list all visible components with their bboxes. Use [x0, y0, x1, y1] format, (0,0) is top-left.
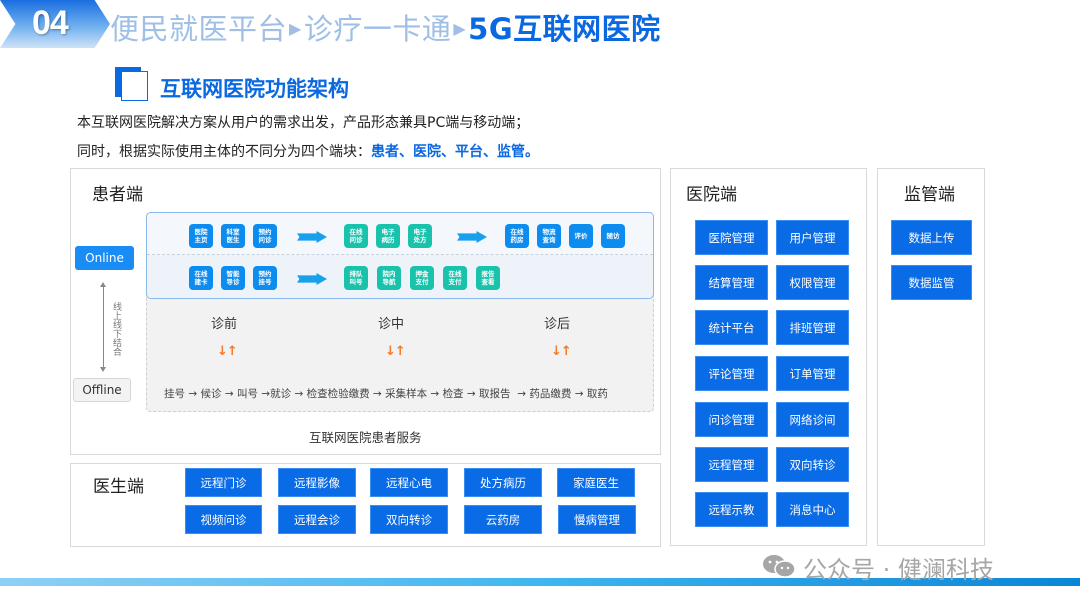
online-offline-label: 线上线下结合: [111, 302, 121, 356]
service-chip[interactable]: 随访: [601, 224, 625, 248]
doctor-button[interactable]: 远程心电: [370, 468, 448, 497]
service-chip[interactable]: 预约 挂号: [253, 266, 277, 290]
service-chip[interactable]: 预约 问诊: [253, 224, 277, 248]
online-label: Online: [75, 246, 134, 270]
doctor-button[interactable]: 双向转诊: [370, 505, 448, 534]
service-chip[interactable]: 在线 问诊: [344, 224, 368, 248]
hospital-button[interactable]: 消息中心: [776, 492, 849, 527]
section-number: 04: [32, 4, 69, 42]
flow-step: 候诊: [200, 388, 222, 400]
service-chip[interactable]: 院内 导航: [377, 266, 401, 290]
section-number-badge: [0, 0, 110, 48]
hospital-panel-title: 医院端: [686, 185, 737, 205]
service-chip[interactable]: 在线 建卡: [189, 266, 213, 290]
breadcrumb-item: 便民就医平台: [110, 12, 288, 46]
up-down-arrow-icon: ↓↑: [551, 344, 572, 359]
stage-after: 诊后: [544, 317, 571, 332]
doctor-button[interactable]: 视频问诊: [185, 505, 262, 534]
flow-step: 药品缴费: [529, 388, 572, 400]
doctor-button[interactable]: 远程影像: [278, 468, 356, 497]
double-arrow-icon: [100, 282, 106, 372]
right-arrow-icon: [457, 231, 487, 243]
service-chip[interactable]: 押金 支付: [410, 266, 434, 290]
doctor-button[interactable]: 慢病管理: [558, 505, 636, 534]
service-chip[interactable]: 电子 处方: [408, 224, 432, 248]
service-chip[interactable]: 物流 查询: [537, 224, 561, 248]
flow-step: 就诊: [270, 388, 292, 400]
flow-step: 取药: [586, 388, 608, 400]
flow-step: 取报告: [479, 388, 511, 400]
intro-line-2-text: 同时，根据实际使用主体的不同分为四个端块：: [77, 144, 371, 160]
hospital-button[interactable]: 结算管理: [695, 265, 768, 300]
hospital-button[interactable]: 远程示教: [695, 492, 768, 527]
hospital-button[interactable]: 权限管理: [776, 265, 849, 300]
doctor-button[interactable]: 家庭医生: [557, 468, 635, 497]
breadcrumb-current: 5G互联网医院: [468, 12, 661, 46]
online-services-box: 医院 主页 科室 医生 预约 问诊 在线 问诊 电子 病历 电子 处方 在线 药…: [146, 212, 654, 299]
service-chip[interactable]: 在线 支付: [443, 266, 467, 290]
hospital-button[interactable]: 排班管理: [776, 310, 849, 345]
flow-step: 检查检验缴费: [306, 388, 370, 400]
intro-line-2: 同时，根据实际使用主体的不同分为四个端块：患者、医院、平台、监管。: [77, 141, 539, 161]
supervision-button[interactable]: 数据监管: [891, 265, 972, 300]
section-title: 互联网医院功能架构: [160, 77, 349, 101]
wechat-icon: [763, 555, 796, 578]
hospital-button[interactable]: 问诊管理: [695, 402, 768, 437]
service-chip[interactable]: 科室 医生: [221, 224, 245, 248]
doctor-button[interactable]: 远程门诊: [185, 468, 262, 497]
doctor-button[interactable]: 云药房: [464, 505, 542, 534]
hospital-button[interactable]: 网络诊间: [776, 402, 849, 437]
hospital-button[interactable]: 双向转诊: [776, 447, 849, 482]
breadcrumb: 便民就医平台▶诊疗一卡通▶5G互联网医院: [110, 6, 661, 48]
service-chip[interactable]: 评价: [569, 224, 593, 248]
hospital-button[interactable]: 评论管理: [695, 356, 768, 391]
service-chip[interactable]: 智能 导诊: [221, 266, 245, 290]
right-arrow-icon: [297, 273, 327, 285]
up-down-arrow-icon: ↓↑: [217, 344, 238, 359]
intro-line-1: 本互联网医院解决方案从用户的需求出发，产品形态兼具PC端与移动端；: [77, 115, 530, 131]
breadcrumb-separator-icon: ▶: [289, 19, 302, 38]
supervision-button[interactable]: 数据上传: [891, 220, 972, 255]
service-chip[interactable]: 在线 药房: [505, 224, 529, 248]
up-down-arrow-icon: ↓↑: [385, 344, 406, 359]
flow-step: 挂号: [164, 388, 185, 400]
service-chip[interactable]: 电子 病历: [376, 224, 400, 248]
stage-during: 诊中: [378, 317, 405, 332]
patient-panel-title: 患者端: [92, 185, 143, 205]
right-arrow-icon: [297, 231, 327, 243]
footer-bar: [0, 578, 1080, 586]
hospital-button[interactable]: 远程管理: [695, 447, 768, 482]
watermark-text: 公众号 · 健澜科技: [803, 556, 994, 584]
intro-line-2-highlight: 患者、医院、平台、监管。: [371, 144, 539, 160]
hospital-button[interactable]: 订单管理: [776, 356, 849, 391]
doctor-button[interactable]: 处方病历: [464, 468, 542, 497]
flow-step: 检查: [442, 388, 464, 400]
flow-step: 叫号: [236, 388, 258, 400]
doctor-panel-title: 医生端: [93, 477, 144, 497]
flow-step: 采集样本: [385, 388, 428, 400]
patient-flow: 挂号 → 候诊 → 叫号 →就诊 → 检查检验缴费 → 采集样本 → 检查 → …: [164, 388, 608, 400]
service-chip[interactable]: 医院 主页: [189, 224, 213, 248]
service-chip[interactable]: 排队 叫号: [344, 266, 368, 290]
hospital-button[interactable]: 医院管理: [695, 220, 768, 255]
service-chip[interactable]: 报告 查看: [476, 266, 500, 290]
breadcrumb-separator-icon: ▶: [453, 19, 467, 38]
hospital-button[interactable]: 用户管理: [776, 220, 849, 255]
patient-service-caption: 互联网医院患者服务: [309, 430, 422, 445]
offline-label: Offline: [73, 378, 131, 402]
breadcrumb-item: 诊疗一卡通: [303, 12, 452, 46]
doctor-button[interactable]: 远程会诊: [278, 505, 356, 534]
supervision-panel-title: 监管端: [904, 185, 955, 205]
hospital-button[interactable]: 统计平台: [695, 310, 768, 345]
stage-before: 诊前: [211, 317, 238, 332]
section-square-icon: [115, 67, 149, 101]
